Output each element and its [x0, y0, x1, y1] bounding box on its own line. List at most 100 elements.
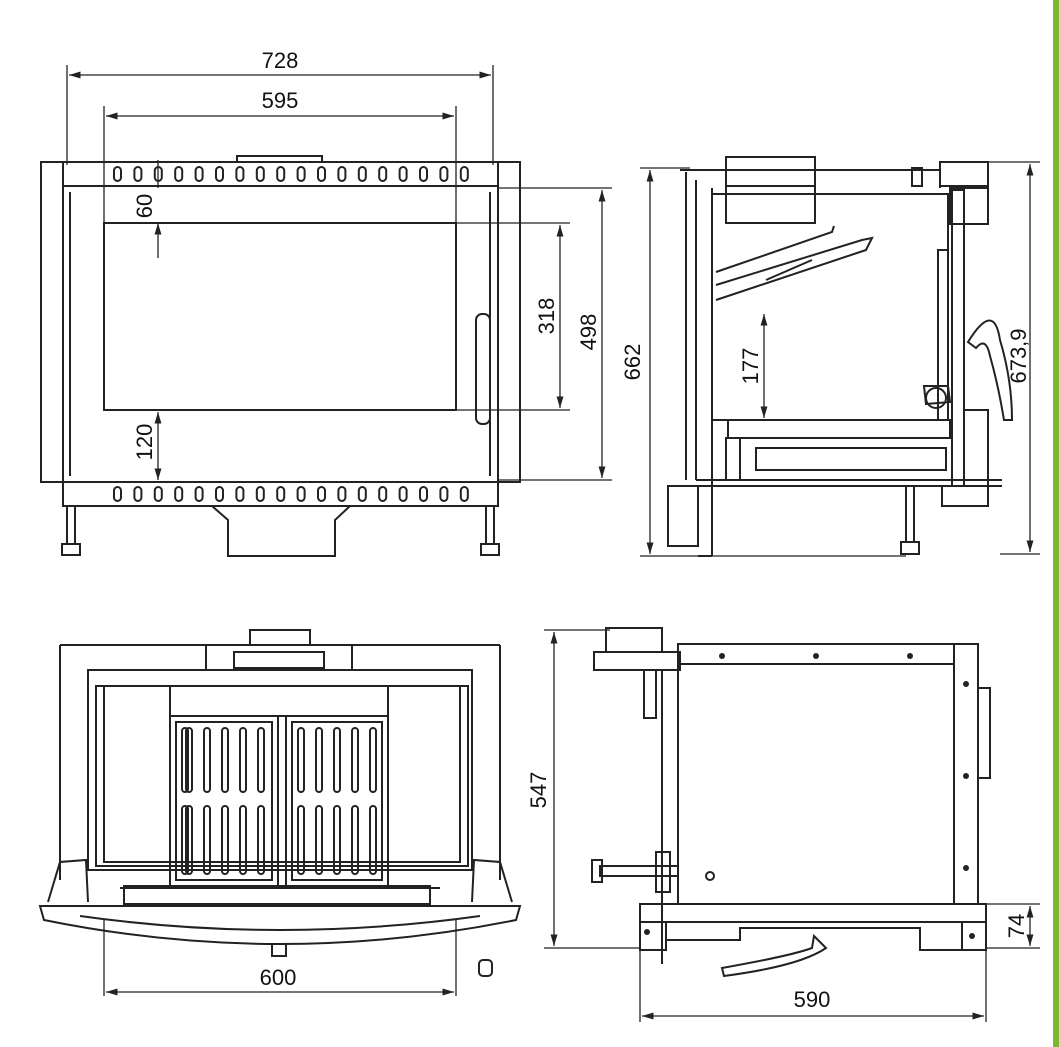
grate-slot [221, 805, 229, 875]
back-dimensions [544, 629, 1040, 1022]
grate-slot [239, 727, 247, 793]
side-baffle-upper [715, 225, 835, 273]
vent-slot [439, 166, 449, 182]
side-baffle-lower [715, 236, 874, 301]
front-vent-slots-top [113, 166, 469, 182]
top-tool-knob [478, 959, 493, 977]
side-ashpan [755, 447, 947, 471]
top-grate-slots [181, 727, 377, 875]
vent-slot [459, 166, 469, 182]
vent-slot [357, 486, 367, 502]
page-edge-accent-bar [1053, 0, 1059, 1047]
top-curved-front [38, 905, 522, 945]
front-top-trim [62, 161, 499, 187]
front-dimensions [66, 65, 612, 481]
top-dimensions [103, 920, 457, 996]
front-air-intake [211, 505, 351, 557]
grate-slot [297, 727, 305, 793]
front-view [40, 155, 521, 557]
grate-slot [369, 727, 377, 793]
grate-slot [257, 727, 265, 793]
dim-728-label: 728 [262, 48, 299, 73]
front-leg-left [66, 505, 76, 545]
grate-slot [369, 805, 377, 875]
front-door-handle [475, 313, 491, 425]
vent-slot [378, 486, 388, 502]
back-foot-left [639, 922, 667, 951]
back-foot-right [961, 922, 987, 951]
grate-slot [185, 727, 193, 793]
grate-slot [185, 805, 193, 875]
front-frame [62, 185, 499, 483]
vent-slot [133, 166, 143, 182]
dim-590-label: 590 [794, 987, 831, 1012]
vent-slot [357, 166, 367, 182]
top-grate-right [285, 715, 389, 887]
vent-slot [317, 166, 326, 182]
back-air-rod [599, 865, 679, 877]
vent-slot [255, 166, 265, 182]
grate-slot [203, 805, 211, 875]
vent-slot [153, 486, 163, 502]
vent-slot [398, 486, 408, 502]
dim-120-label: 120 [132, 424, 157, 461]
top-rear-block [205, 644, 353, 671]
side-foot [900, 541, 920, 555]
front-leg-right [485, 505, 495, 545]
side-dimensions [640, 161, 1040, 557]
side-door-handle [966, 319, 1014, 421]
vent-slot [194, 486, 204, 502]
grate-slot [315, 727, 323, 793]
vent-slot [113, 166, 122, 182]
side-leg [905, 485, 915, 543]
side-view [667, 156, 1014, 557]
dim-600-label: 600 [260, 965, 297, 990]
side-grate [727, 419, 951, 439]
top-view [38, 629, 522, 977]
grate-slot [203, 727, 211, 793]
top-brick-header [169, 685, 389, 717]
front-foot-left [61, 543, 81, 556]
back-lever [720, 933, 828, 978]
vent-slot [194, 166, 204, 182]
grate-slot [333, 805, 341, 875]
side-door [951, 189, 965, 487]
vent-slot [296, 166, 306, 182]
top-front-rail [123, 885, 431, 905]
vent-slot [419, 166, 428, 182]
vent-slot [174, 166, 184, 182]
side-chamber [712, 193, 949, 421]
grate-slot [221, 727, 229, 793]
dim-177-label: 177 [738, 348, 763, 385]
front-top-tab [236, 155, 323, 163]
front-left-panel [40, 161, 64, 483]
grate-slot [297, 805, 305, 875]
dim-547-label: 547 [526, 772, 551, 809]
side-top-bolt [911, 167, 923, 187]
vent-slot [317, 486, 326, 502]
side-rear-box [667, 485, 699, 547]
top-frame [87, 669, 473, 871]
grate-slot [239, 805, 247, 875]
vent-slot [337, 486, 347, 502]
grate-slot [351, 727, 359, 793]
dim-60-label: 60 [132, 194, 157, 218]
vent-slot [235, 486, 245, 502]
vent-slot [398, 166, 408, 182]
side-door-lower [963, 409, 989, 487]
dim-662-label: 662 [620, 344, 645, 381]
vent-slot [378, 166, 388, 182]
vent-slot [215, 166, 224, 182]
back-base-plate [639, 903, 987, 923]
back-flue-plate [593, 651, 681, 671]
top-flue [249, 629, 311, 646]
front-glass [103, 222, 457, 411]
side-base-front [941, 485, 989, 507]
side-front-top-block [939, 161, 989, 187]
top-door-latch [271, 943, 287, 957]
top-hinge-right [471, 858, 513, 903]
vent-slot [215, 486, 224, 502]
dim-498-label: 498 [576, 314, 601, 351]
grate-slot [315, 805, 323, 875]
